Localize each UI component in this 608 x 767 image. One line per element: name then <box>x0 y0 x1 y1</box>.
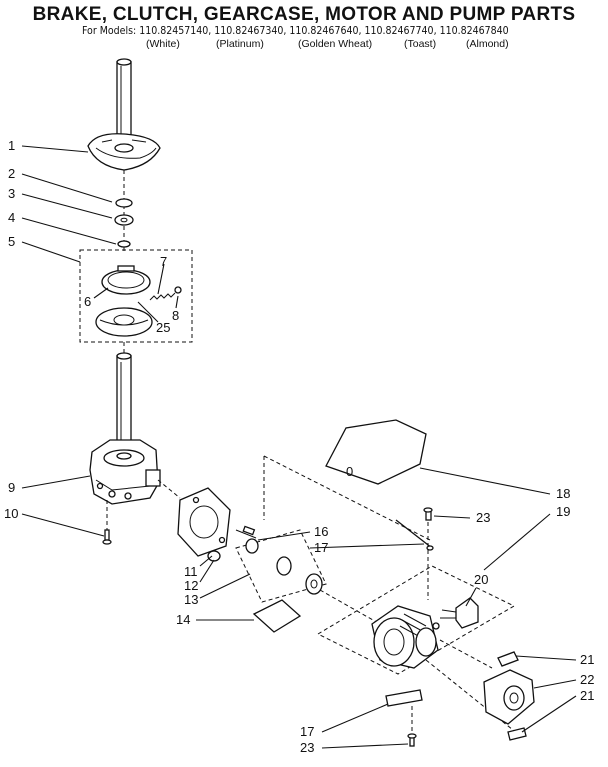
part-23-screw-bottom <box>407 706 417 747</box>
callout-21-bottom: 21 <box>580 688 594 703</box>
part-4-ring <box>117 240 131 248</box>
callout-23-bottom: 23 <box>300 740 314 755</box>
part-2-washer <box>115 198 133 208</box>
part-14-gasket <box>252 599 302 633</box>
callout-labels: 1 2 3 4 5 6 7 8 25 9 10 11 12 13 14 16 1… <box>4 138 594 755</box>
callout-20: 20 <box>474 572 488 587</box>
callout-4: 4 <box>8 210 15 225</box>
part-17-rod <box>395 519 434 551</box>
pump-align-line <box>157 479 181 499</box>
part-23-screw-top <box>423 507 433 600</box>
part-21-clip-bottom <box>507 727 527 741</box>
part-19-group-box <box>316 565 516 675</box>
callout-14: 14 <box>176 612 190 627</box>
diagram-title: BRAKE, CLUTCH, GEARCASE, MOTOR AND PUMP … <box>32 4 576 25</box>
callout-17-bottom: 17 <box>300 724 314 739</box>
impeller-2 <box>305 573 323 595</box>
callout-25: 25 <box>156 320 170 335</box>
part-3-hole <box>120 217 128 223</box>
callout-8: 8 <box>172 308 179 323</box>
motor <box>371 605 440 669</box>
plate-mark: 0 <box>346 464 353 479</box>
callout-18: 18 <box>556 486 570 501</box>
part-17-bracket <box>385 689 423 707</box>
callout-11: 11 <box>184 564 198 579</box>
part-12-seal <box>207 550 221 562</box>
part-9-gearcase <box>89 439 161 505</box>
callout-10: 10 <box>4 506 18 521</box>
part-3-washer <box>114 214 134 226</box>
part-16-bushing <box>245 538 259 554</box>
color-platinum: (Platinum) <box>216 38 264 50</box>
part-7-spring <box>149 292 176 301</box>
motor-align-line-3 <box>319 589 381 625</box>
part-20-switch <box>440 597 479 629</box>
model-numbers: For Models: 110.82457140, 110.82467340, … <box>82 25 509 37</box>
upper-shaft <box>116 58 132 153</box>
callout-5: 5 <box>8 234 15 249</box>
color-almond: (Almond) <box>466 38 509 50</box>
part-25-disc <box>95 307 153 337</box>
part-1-cam <box>87 133 161 171</box>
callout-3: 3 <box>8 186 15 201</box>
callout-7: 7 <box>160 254 167 269</box>
impeller-2-hub <box>310 579 318 589</box>
part-5-group-box <box>79 249 193 343</box>
impeller-1 <box>276 556 292 576</box>
callout-16: 16 <box>314 524 328 539</box>
callout-19: 19 <box>556 504 570 519</box>
part-11-pump-cover <box>177 487 231 557</box>
callout-6: 6 <box>84 294 91 309</box>
color-toast: (Toast) <box>404 38 437 50</box>
callout-21-top: 21 <box>580 652 594 667</box>
callout-12: 12 <box>184 578 198 593</box>
part-10-screw <box>102 500 112 545</box>
callout-22: 22 <box>580 672 594 687</box>
part-13-group-box <box>235 529 327 603</box>
part-16-bolt <box>235 525 257 539</box>
part-18-plate: 0 <box>325 419 427 485</box>
callout-1: 1 <box>8 138 15 153</box>
color-white: (White) <box>146 38 180 50</box>
part-22-mount <box>483 669 535 725</box>
callout-23-top: 23 <box>476 510 490 525</box>
lower-shaft <box>116 352 132 457</box>
callout-13: 13 <box>184 592 198 607</box>
part-6-brake-ring <box>101 265 151 295</box>
motor-align-line-1 <box>263 455 431 541</box>
leader-lines <box>21 145 577 749</box>
color-golden-wheat: (Golden Wheat) <box>298 38 373 50</box>
callout-17-top: 17 <box>314 540 328 555</box>
part-21-clip-top <box>497 651 519 667</box>
clip-align-line-2 <box>439 639 493 669</box>
callout-9: 9 <box>8 480 15 495</box>
part-8-pin <box>174 286 182 294</box>
callout-2: 2 <box>8 166 15 181</box>
